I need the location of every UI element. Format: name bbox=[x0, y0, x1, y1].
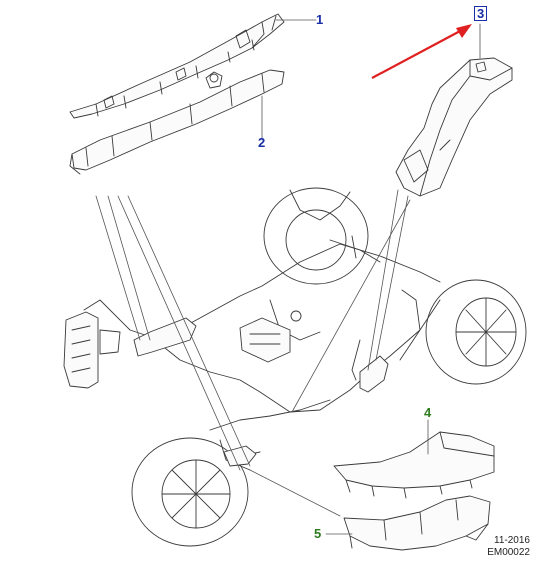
wheel-front-left bbox=[131, 437, 249, 547]
wheel-rear-right bbox=[425, 279, 527, 385]
red-pointer-arrow bbox=[371, 24, 472, 79]
connector-cluster-left bbox=[63, 311, 121, 389]
part-3-bracket bbox=[395, 57, 513, 197]
part-4-tray bbox=[333, 431, 495, 499]
footer-date: 11-2016 bbox=[494, 535, 530, 546]
connector-module-center bbox=[239, 310, 302, 363]
harness-clip-left bbox=[133, 317, 197, 357]
part-2-trough bbox=[69, 69, 285, 175]
wheel-front-right bbox=[263, 187, 369, 285]
leader-lines bbox=[95, 19, 481, 535]
callout-4: 4 bbox=[424, 405, 432, 420]
harness-clip-front bbox=[223, 445, 257, 467]
callout-3: 3 bbox=[474, 6, 488, 21]
part-5-tray bbox=[343, 495, 491, 551]
part-1-cover bbox=[69, 13, 285, 119]
callout-1: 1 bbox=[316, 12, 324, 27]
callout-5: 5 bbox=[314, 526, 322, 541]
callout-2: 2 bbox=[258, 135, 266, 150]
harness-clip-right bbox=[359, 355, 389, 393]
footer-code: EM00022 bbox=[487, 547, 530, 558]
